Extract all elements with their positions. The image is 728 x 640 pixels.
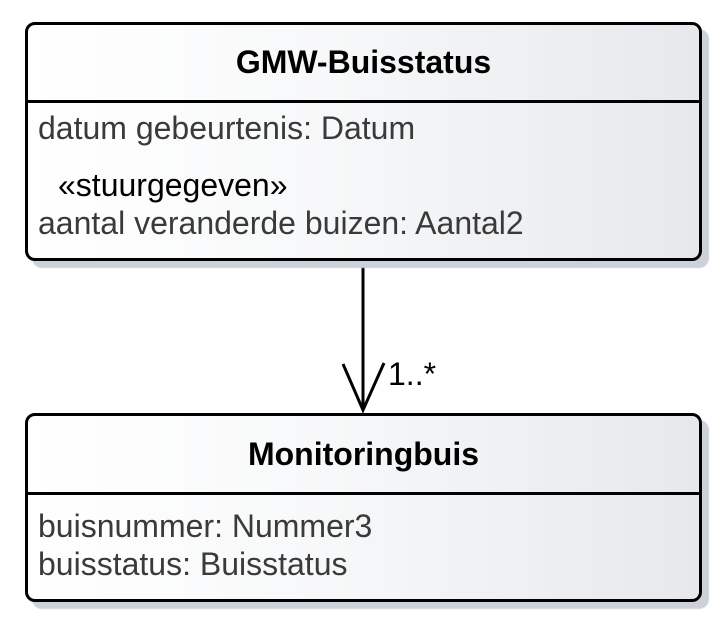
attribute-buisnummer: buisnummer: Nummer3: [38, 508, 373, 544]
class-header: GMW-Buisstatus: [28, 25, 699, 103]
uml-class-gmw-buisstatus: GMW-Buisstatus datum gebeurtenis: Datum …: [25, 22, 702, 261]
class-name-gmw-buisstatus: GMW-Buisstatus: [235, 44, 492, 80]
uml-class-monitoringbuis: Monitoringbuis buisnummer: Nummer3 buiss…: [25, 413, 702, 602]
attribute-buisstatus: buisstatus: Buisstatus: [38, 546, 348, 582]
association-multiplicity-label: 1..*: [388, 356, 437, 392]
attribute-stereotype-stuurgegeven: «stuurgegeven»: [58, 167, 288, 203]
class-header: Monitoringbuis: [28, 416, 699, 495]
class-attributes-compartment: datum gebeurtenis: Datum «stuurgegeven» …: [28, 103, 699, 242]
class-name-monitoringbuis: Monitoringbuis: [247, 435, 480, 472]
attribute-datum-gebeurtenis: datum gebeurtenis: Datum: [38, 110, 416, 146]
association-arrowhead-icon: [341, 362, 386, 414]
attribute-aantal-veranderde-buizen: aantal veranderde buizen: Aantal2: [38, 205, 524, 241]
class-attributes-compartment: buisnummer: Nummer3 buisstatus: Buisstat…: [28, 495, 699, 583]
